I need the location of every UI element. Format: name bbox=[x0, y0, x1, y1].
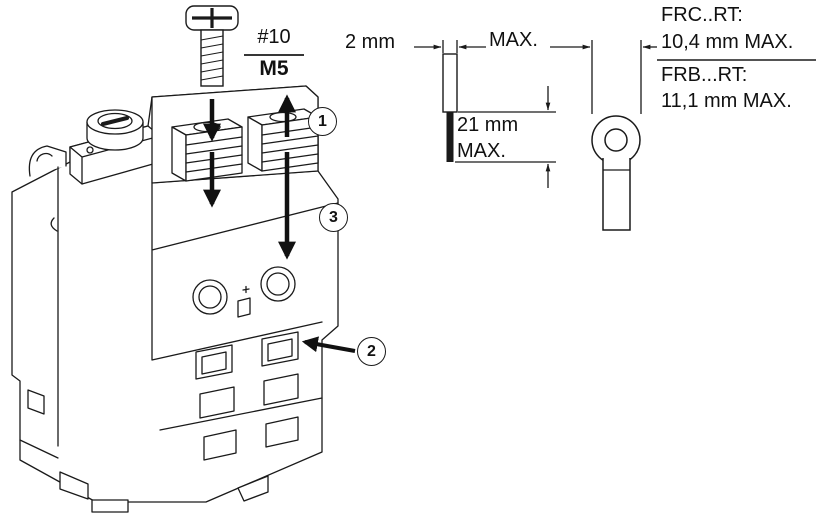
device-drawing bbox=[11, 85, 339, 513]
spec-frc-value: 10,4 mm MAX. bbox=[661, 31, 794, 53]
sleeve-length-dimension bbox=[455, 86, 556, 188]
wire-entry-funnels bbox=[192, 266, 296, 318]
top-terminal-left bbox=[171, 118, 243, 182]
insertion-direction-arrows bbox=[203, 94, 356, 353]
spec-frb-value: 11,1 mm MAX. bbox=[661, 90, 792, 112]
din-rail-foot bbox=[19, 439, 269, 513]
ring-terminal-barrel bbox=[602, 158, 631, 231]
wire-drawing bbox=[442, 53, 458, 162]
screw-size-imperial: #10 bbox=[257, 26, 291, 48]
screw-size-metric: M5 bbox=[259, 57, 289, 80]
step2-pointer-arrow bbox=[301, 336, 356, 353]
side-panel-details bbox=[27, 217, 58, 415]
callout-step-3-number: 3 bbox=[329, 208, 338, 226]
rotary-knob bbox=[86, 109, 144, 151]
callout-step-2-number: 2 bbox=[367, 342, 376, 360]
ring-terminal-drawing bbox=[591, 115, 641, 231]
screw-threads bbox=[200, 35, 224, 81]
sleeve-length-max: MAX. bbox=[457, 140, 506, 162]
callout-step-1-number: 1 bbox=[318, 112, 327, 130]
wire-bare-conductor bbox=[446, 112, 454, 162]
strip-length-dimension bbox=[414, 40, 486, 53]
sleeve-length-value: 21 mm bbox=[457, 114, 519, 136]
screw-shaft bbox=[200, 29, 224, 87]
callout-step-2: 2 bbox=[357, 337, 386, 366]
spec-frc-label: FRC..RT: bbox=[661, 4, 743, 26]
spec-frb-label: FRB...RT: bbox=[661, 64, 748, 86]
callout-step-1: 1 bbox=[308, 107, 337, 136]
strip-length-value: 2 mm bbox=[345, 31, 395, 53]
lower-terminal-windows bbox=[195, 331, 299, 461]
mounting-ear bbox=[28, 145, 67, 177]
ring-width-dimension bbox=[550, 40, 657, 114]
wire-insulation bbox=[442, 53, 458, 113]
phillips-slot-icon bbox=[192, 8, 232, 28]
screw-drawing bbox=[185, 5, 239, 87]
ring-terminal-hole bbox=[604, 128, 628, 152]
callout-step-3: 3 bbox=[319, 203, 348, 232]
strip-length-max: MAX. bbox=[489, 29, 538, 51]
top-terminal-right bbox=[247, 108, 319, 172]
